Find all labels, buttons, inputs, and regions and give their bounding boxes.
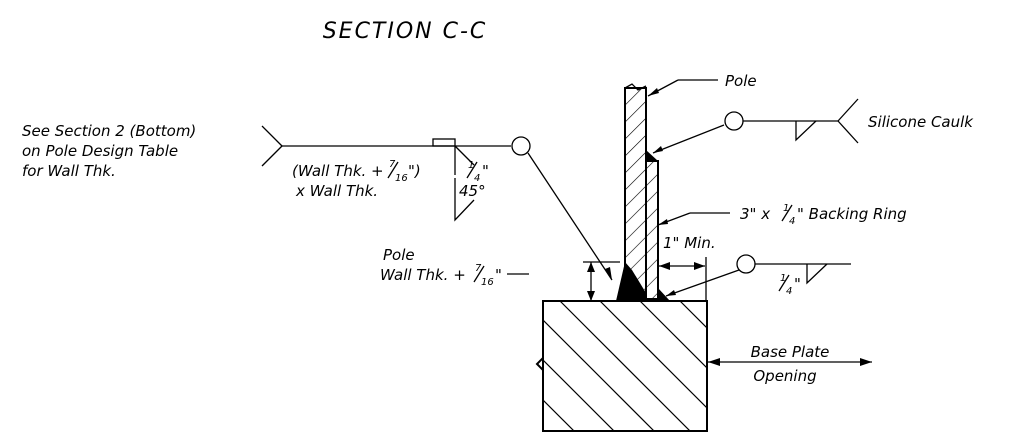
fillet-weld-symbol [665, 254, 851, 297]
frac-716-num-a: 7 [389, 159, 396, 170]
pole-wall-thk-label: Wall Thk. + [380, 266, 466, 284]
backing-ring-pre: 3" x [740, 205, 770, 223]
frac-14-num-c: 1 [780, 273, 786, 284]
frac-716-den-a: 16 [395, 173, 408, 184]
backing-ring-leader [657, 212, 730, 226]
caulk-bead [646, 150, 658, 161]
frac-14-den-c: 4 [786, 286, 792, 297]
one-inch-min-dimension [659, 257, 707, 300]
see-section-note: See Section 2 (Bottom) on Pole Design Ta… [22, 122, 201, 180]
frac-716-slash-b [473, 265, 485, 283]
frac-14-num-a: 1 [468, 160, 474, 171]
opening-label: Opening [753, 367, 816, 385]
left-weld-symbol [261, 125, 613, 281]
frac-14-slash-a [466, 161, 478, 179]
frac-716-num-b: 7 [475, 263, 482, 274]
backing-ring [645, 160, 659, 300]
see-note-line-1: See Section 2 (Bottom) [22, 122, 196, 140]
frac-716-den-b: 16 [481, 277, 494, 288]
base-plate-opening-dimension [708, 358, 872, 366]
frac-716-slash-a [387, 161, 399, 179]
wall-thk-open: (Wall Thk. + [292, 162, 384, 180]
pole-label-2: Pole [383, 246, 415, 264]
pole-wall [624, 83, 647, 294]
quarter-suffix-a: " [482, 162, 489, 180]
backing-ring-post: " Backing Ring [797, 205, 907, 223]
groove-weld [616, 262, 646, 301]
frac-14-num-b: 1 [783, 203, 789, 214]
fillet-weld [658, 288, 670, 301]
one-inch-min-label: 1" Min. [663, 234, 716, 252]
see-note-line-2: on Pole Design Table [22, 142, 178, 160]
frac-14-den-a: 4 [474, 173, 480, 184]
section-title: SECTION C-C [323, 19, 488, 44]
base-plate-label: Base Plate [751, 343, 830, 361]
silicone-caulk-label: Silicone Caulk [868, 113, 974, 131]
base-plate [535, 300, 708, 432]
pole-label: Pole [725, 72, 757, 90]
silicone-weld-symbol [652, 98, 859, 154]
quarter-suffix-b: " [495, 266, 502, 284]
wall-thk-close: ") [408, 162, 421, 180]
frac-14-slash-b [781, 204, 793, 222]
frac-14-slash-c [778, 274, 790, 292]
x-wall-thk: x Wall Thk. [295, 182, 378, 200]
frac-14-den-b: 4 [789, 216, 795, 227]
quarter-suffix-c: " [794, 275, 801, 293]
angle-45: 45° [459, 182, 486, 200]
see-note-line-3: for Wall Thk. [22, 162, 116, 180]
wall-thk-dimension [507, 261, 620, 301]
pole-leader [647, 79, 718, 97]
